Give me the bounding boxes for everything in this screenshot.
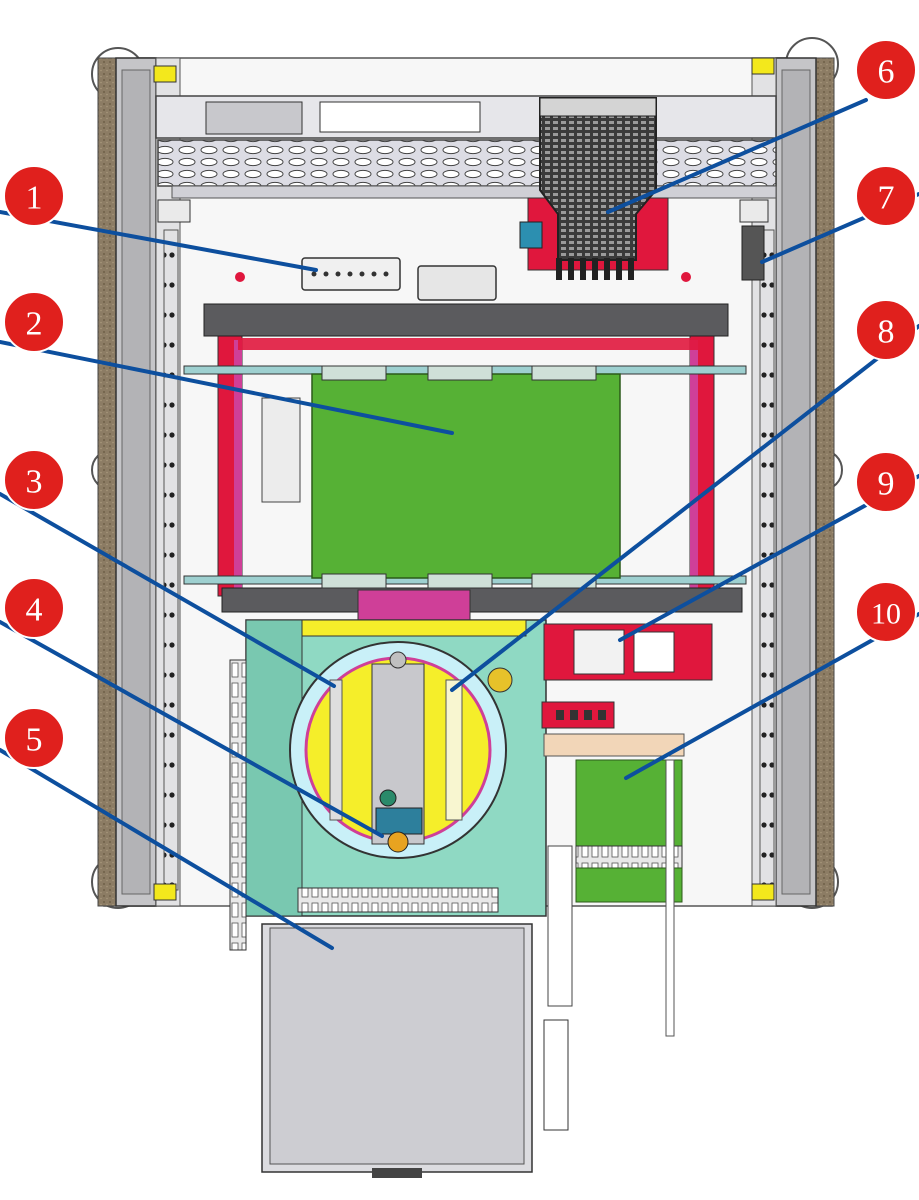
leader-line-10 [624,612,919,780]
control-box [541,623,713,729]
leader-line-8 [450,324,919,692]
callout-8: 8 [855,299,917,361]
leader-line-5 [0,748,334,950]
pcb-board-main [311,365,621,589]
yellow-corner-blocks [153,57,775,901]
callout-5: 5 [3,707,65,769]
right-guide-block [157,199,769,281]
callout-4: 4 [3,577,65,639]
callout-number: 7 [878,180,895,217]
callout-7: 7 [855,165,917,227]
callout-10: 10 [855,581,917,643]
left-wood-panel [97,57,117,907]
callout-number: 3 [26,464,43,501]
top-beam [155,95,777,199]
callout-1: 1 [3,165,65,227]
callout-number: 8 [878,314,895,351]
leader-line-1 [0,210,318,272]
callout-number: 2 [26,306,43,343]
terminal-board [235,257,691,301]
right-wood-panel [815,57,835,907]
wafer-gripper [375,789,423,853]
feeder-head [519,97,669,280]
callout-number: 1 [26,180,43,217]
callout-number: 10 [871,598,901,631]
callout-3: 3 [3,449,65,511]
leader-line-3 [0,492,336,688]
callout-6: 6 [855,39,917,101]
leader-line-6 [606,98,868,214]
callout-2: 2 [3,291,65,353]
tray-drawer [261,923,533,1178]
callout-number: 9 [878,466,895,503]
callout-9: 9 [855,451,917,513]
leader-line-2 [0,340,454,435]
callout-number: 5 [26,722,43,759]
leader-line-4 [0,620,384,838]
callout-number: 6 [878,54,895,91]
callout-number: 4 [26,592,43,629]
teal-plate-assembly [229,619,547,951]
